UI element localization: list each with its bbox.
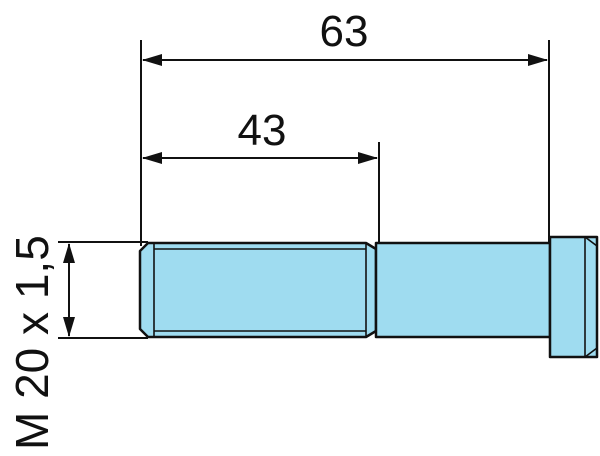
threaded-section [138,241,378,339]
thread-detail-lines [153,244,367,336]
dimension-value-thread: 43 [238,106,287,155]
dimension-value-overall: 63 [320,7,369,56]
extension-lines [58,40,550,339]
shank-section [374,241,552,339]
head-chamfer-diag-top [584,236,598,247]
head-chamfer-lines [584,236,598,358]
bolt-head [548,235,599,359]
dimension-lines [63,54,548,337]
head-chamfer-diag-bottom [584,347,598,358]
thread-spec-label: M 20 x 1,5 [6,235,58,450]
bolt-part [138,235,599,359]
